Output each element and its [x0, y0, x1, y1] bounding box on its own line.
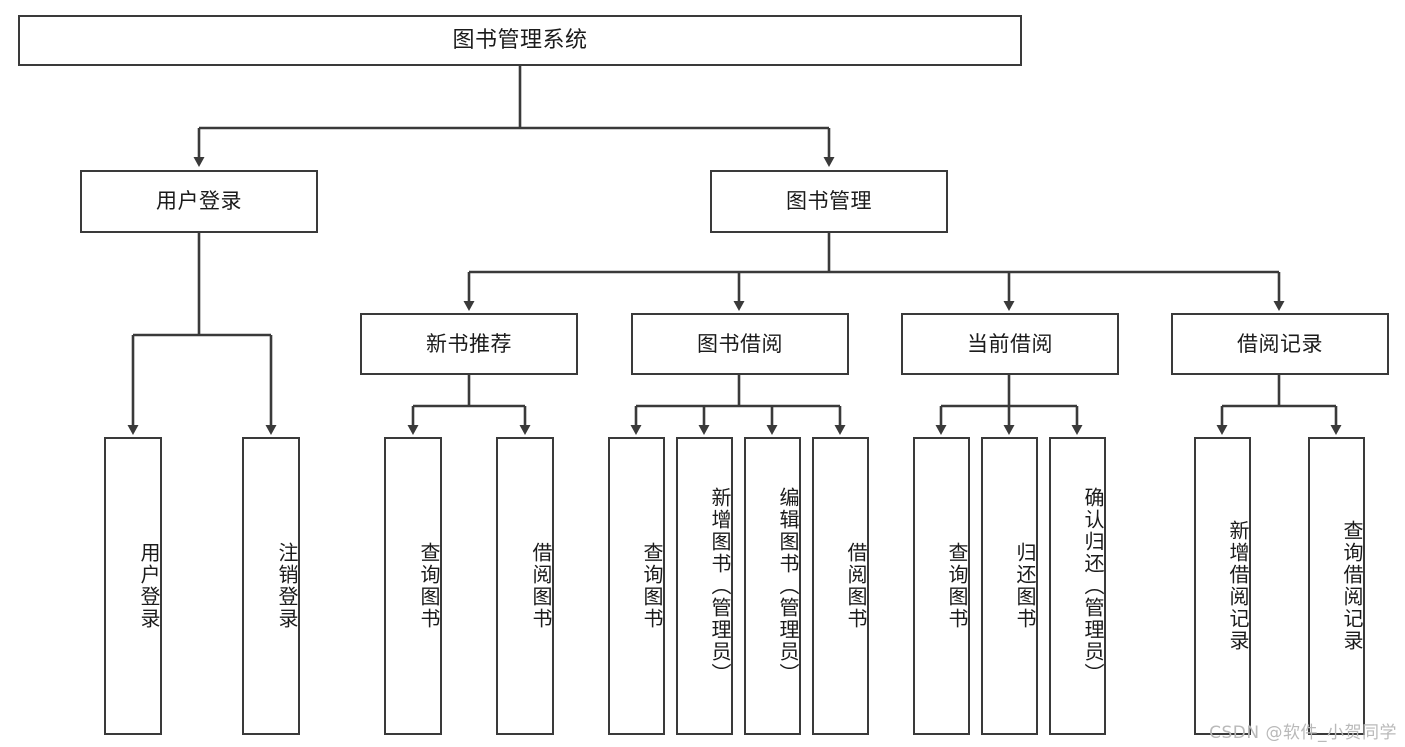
node-root-system-label: 图书管理系统: [452, 27, 588, 53]
node-leaf-borrow-book-2[interactable]: 借阅图书: [812, 437, 869, 735]
node-leaf-return-book-label: 归还图书: [1013, 542, 1037, 630]
node-root-system[interactable]: 图书管理系统: [18, 15, 1022, 66]
node-leaf-query-book-3[interactable]: 查询图书: [913, 437, 970, 735]
node-leaf-edit-book[interactable]: 编辑图书（管理员）: [744, 437, 801, 735]
node-leaf-query-book-3-label: 查询图书: [945, 542, 969, 630]
node-leaf-query-book-2-label: 查询图书: [640, 542, 664, 630]
node-leaf-confirm-return-label: 确认归还（管理员）: [1081, 487, 1105, 685]
watermark-text: CSDN @软件_小贺同学: [1209, 723, 1397, 743]
node-leaf-add-record-label: 新增借阅记录: [1226, 520, 1250, 652]
node-leaf-query-book-2[interactable]: 查询图书: [608, 437, 665, 735]
node-book-manage[interactable]: 图书管理: [710, 170, 948, 233]
node-leaf-add-book[interactable]: 新增图书（管理员）: [676, 437, 733, 735]
node-leaf-query-record-label: 查询借阅记录: [1340, 520, 1364, 652]
node-current-borrow-label: 当前借阅: [967, 331, 1053, 356]
node-borrow-record-label: 借阅记录: [1237, 331, 1323, 356]
node-book-borrow-label: 图书借阅: [697, 331, 783, 356]
node-new-book-recommend[interactable]: 新书推荐: [360, 313, 578, 375]
node-current-borrow[interactable]: 当前借阅: [901, 313, 1119, 375]
node-leaf-borrow-book-1[interactable]: 借阅图书: [496, 437, 554, 735]
node-borrow-record[interactable]: 借阅记录: [1171, 313, 1389, 375]
node-leaf-user-login[interactable]: 用户登录: [104, 437, 162, 735]
node-leaf-borrow-book-1-label: 借阅图书: [529, 542, 553, 630]
node-leaf-user-login-label: 用户登录: [137, 542, 161, 630]
node-leaf-return-book[interactable]: 归还图书: [981, 437, 1038, 735]
node-leaf-add-record[interactable]: 新增借阅记录: [1194, 437, 1251, 735]
node-user-login-label: 用户登录: [156, 189, 242, 214]
node-user-login[interactable]: 用户登录: [80, 170, 318, 233]
node-leaf-add-book-label: 新增图书（管理员）: [708, 487, 732, 685]
node-leaf-query-record[interactable]: 查询借阅记录: [1308, 437, 1365, 735]
node-book-borrow[interactable]: 图书借阅: [631, 313, 849, 375]
node-leaf-edit-book-label: 编辑图书（管理员）: [776, 487, 800, 685]
node-leaf-query-book-1-label: 查询图书: [417, 542, 441, 630]
node-book-manage-label: 图书管理: [786, 189, 872, 214]
node-leaf-query-book-1[interactable]: 查询图书: [384, 437, 442, 735]
node-leaf-confirm-return[interactable]: 确认归还（管理员）: [1049, 437, 1106, 735]
node-leaf-logout[interactable]: 注销登录: [242, 437, 300, 735]
node-leaf-borrow-book-2-label: 借阅图书: [844, 542, 868, 630]
node-leaf-logout-label: 注销登录: [275, 542, 299, 630]
node-new-book-recommend-label: 新书推荐: [426, 331, 512, 356]
